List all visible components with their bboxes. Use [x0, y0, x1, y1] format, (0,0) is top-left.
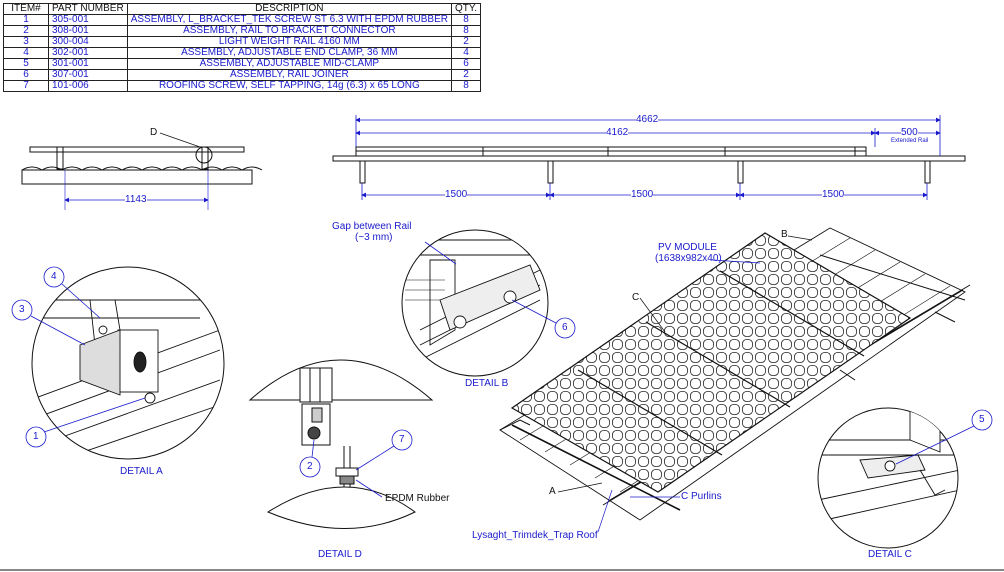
bom-cell-item: 7	[3, 80, 49, 92]
detail-a-balloons	[11, 266, 146, 448]
bom-header-item: ITEM#	[3, 3, 49, 15]
bom-cell-qty: 8	[450, 25, 482, 37]
bom-cell-part: 101-006	[48, 80, 128, 92]
dim-500-note: Extended Rail	[891, 138, 929, 144]
c-purlins-label: C Purlins	[681, 491, 722, 502]
dim-1500-b: 1500	[631, 189, 654, 200]
bom-cell-part: 301-001	[48, 58, 128, 70]
epdm-rubber-label: EPDM Rubber	[385, 493, 450, 504]
balloon-7: 7	[399, 434, 405, 445]
balloon-5: 5	[979, 414, 985, 425]
pv-module-label: PV MODULE	[658, 242, 717, 253]
bom-cell-qty: 2	[450, 36, 482, 48]
dim-1143: 1143	[125, 194, 147, 205]
bom-cell-desc: ASSEMBLY, ADJUSTABLE END CLAMP, 36 MM	[126, 47, 453, 59]
bom-header-part-number: PART NUMBER	[48, 3, 128, 15]
gap-between-rail-label: Gap between Rail	[332, 221, 412, 232]
balloon-6: 6	[562, 322, 568, 333]
bom-cell-part: 305-001	[48, 14, 128, 26]
callout-a: A	[549, 486, 556, 497]
dim-1500-c: 1500	[822, 189, 845, 200]
bom-cell-qty: 6	[450, 58, 482, 70]
rail-elevation-drawing	[332, 146, 966, 184]
pv-module-size-label: (1638x982x40)	[655, 253, 722, 264]
bom-header-description: DESCRIPTION	[126, 3, 453, 15]
bom-cell-part: 307-001	[48, 69, 128, 81]
bom-cell-desc: ASSEMBLY, RAIL TO BRACKET CONNECTOR	[126, 25, 453, 37]
balloon-2: 2	[307, 461, 313, 472]
bom-cell-qty: 8	[450, 14, 482, 26]
bom-cell-part: 300-004	[48, 36, 128, 48]
bom-cell-item: 3	[3, 36, 49, 48]
detail-a-drawing	[31, 266, 225, 460]
balloon-1: 1	[33, 431, 39, 442]
detail-c-drawing	[817, 407, 959, 549]
bom-cell-part: 302-001	[48, 47, 128, 59]
detail-b-drawing	[401, 229, 549, 377]
balloon-3: 3	[19, 304, 25, 315]
bom-cell-item: 5	[3, 58, 49, 70]
bom-cell-item: 4	[3, 47, 49, 59]
roof-type-label: Lysaght_Trimdek_Trap Roof	[472, 530, 598, 541]
bom-header-qty: QTY.	[450, 3, 482, 15]
bom-cell-qty: 8	[450, 80, 482, 92]
bom-cell-part: 308-001	[48, 25, 128, 37]
balloon-4: 4	[51, 271, 57, 282]
callout-c: C	[632, 292, 640, 303]
bom-cell-qty: 2	[450, 69, 482, 81]
bom-cell-item: 1	[3, 14, 49, 26]
detail-c-title: DETAIL C	[868, 549, 912, 560]
bom-header-row: ITEM# PART NUMBER DESCRIPTION QTY.	[3, 3, 482, 15]
bom-cell-desc: ASSEMBLY, ADJUSTABLE MID-CLAMP	[126, 58, 453, 70]
detail-b-title: DETAIL B	[465, 378, 509, 389]
bom-cell-desc: ROOFING SCREW, SELF TAPPING, 14g (6.3) x…	[126, 80, 453, 92]
bom-cell-item: 6	[3, 69, 49, 81]
side-view-drawing	[21, 146, 263, 185]
pv-array-drawing	[499, 227, 971, 521]
gap-size-label: (~3 mm)	[355, 232, 393, 243]
bom-cell-item: 2	[3, 25, 49, 37]
dim-1500-a: 1500	[445, 189, 468, 200]
dim-500: 500	[901, 127, 918, 138]
bom-cell-qty: 4	[450, 47, 482, 59]
bom-cell-desc: ASSEMBLY, RAIL JOINER	[126, 69, 453, 81]
dim-4162: 4162	[606, 127, 629, 138]
callout-b: B	[781, 229, 788, 240]
detail-a-title: DETAIL A	[120, 466, 163, 477]
pv-array-leaders	[557, 235, 813, 493]
callout-d: D	[150, 127, 158, 138]
bom-cell-desc: LIGHT WEIGHT RAIL 4160 MM	[126, 36, 453, 48]
bom-cell-desc: ASSEMBLY, L_BRACKET_TEK SCREW ST 6.3 WIT…	[126, 14, 453, 26]
detail-d-title: DETAIL D	[318, 549, 362, 560]
dim-4662: 4662	[636, 114, 659, 125]
